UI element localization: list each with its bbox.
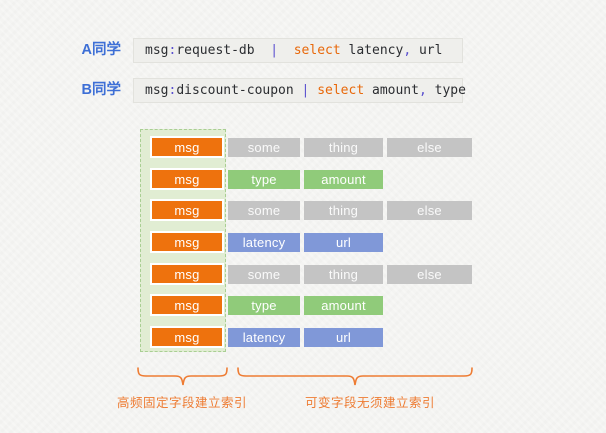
- query-b-comma: ,: [418, 83, 427, 98]
- right-brace: [237, 367, 473, 386]
- query-b-codebox: msg:discount-coupon | select amount, typ…: [133, 78, 466, 103]
- msg-cell: msg: [150, 231, 224, 253]
- msg-cell: msg: [150, 199, 224, 221]
- field-cell-thing: thing: [304, 265, 383, 284]
- field-cell-url: url: [304, 233, 383, 252]
- query-b-field: msg: [145, 83, 169, 98]
- query-b-term: discount-coupon: [176, 83, 294, 98]
- footer-braces: [137, 367, 473, 386]
- query-a-comma: ,: [403, 43, 412, 58]
- left-brace: [137, 367, 228, 386]
- query-a-field: msg: [145, 43, 169, 58]
- msg-cell: msg: [150, 168, 224, 190]
- msg-cell: msg: [150, 326, 224, 348]
- field-cell-type: type: [228, 170, 300, 189]
- query-b-arg2: type: [426, 83, 466, 98]
- field-cell-some: some: [228, 201, 300, 220]
- query-a-codebox: msg:request-db | select latency, url: [133, 38, 463, 63]
- query-b-label: B同学: [81, 82, 121, 98]
- field-cell-else: else: [387, 265, 472, 284]
- query-b-arg1: amount: [364, 83, 419, 98]
- query-b-pipe: |: [293, 83, 318, 98]
- query-a-pipe: |: [254, 43, 294, 58]
- query-a-term: request-db: [176, 43, 255, 58]
- field-cell-amount: amount: [304, 296, 383, 315]
- field-cell-else: else: [387, 201, 472, 220]
- variable-fields-note: 可变字段无须建立索引: [304, 396, 435, 410]
- field-cell-else: else: [387, 138, 472, 157]
- field-cell-some: some: [228, 138, 300, 157]
- query-b-keyword: select: [317, 83, 365, 98]
- field-cell-amount: amount: [304, 170, 383, 189]
- msg-cell: msg: [150, 263, 224, 285]
- field-cell-thing: thing: [304, 201, 383, 220]
- field-cell-some: some: [228, 265, 300, 284]
- msg-cell: msg: [150, 136, 224, 158]
- field-cell-thing: thing: [304, 138, 383, 157]
- field-cell-type: type: [228, 296, 300, 315]
- query-a-label: A同学: [81, 42, 121, 58]
- query-b-colon: :: [168, 83, 177, 98]
- msg-cell: msg: [150, 294, 224, 316]
- query-a-colon: :: [168, 43, 177, 58]
- field-cell-latency: latency: [228, 328, 300, 347]
- query-a-arg2: url: [411, 43, 443, 58]
- field-cell-latency: latency: [228, 233, 300, 252]
- query-a-arg1: latency: [340, 43, 404, 58]
- indexed-fields-note: 高频固定字段建立索引: [116, 396, 247, 410]
- query-a-keyword: select: [293, 43, 341, 58]
- field-cell-url: url: [304, 328, 383, 347]
